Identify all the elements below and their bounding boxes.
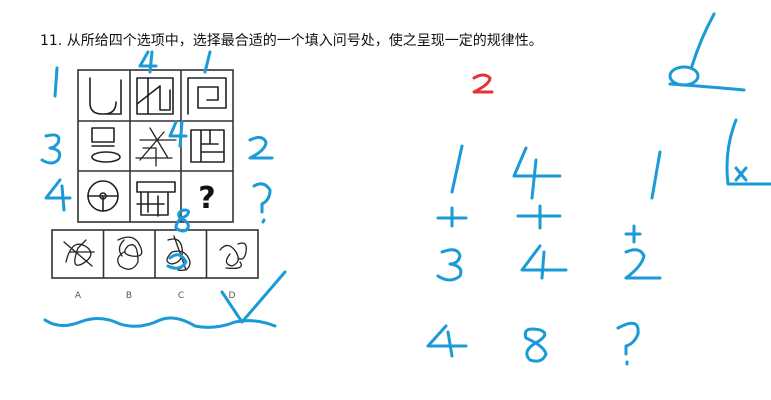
sum-col3-mid-2 (624, 248, 662, 280)
sum-col1-plus (436, 206, 468, 228)
sum-col3-top-1 (650, 150, 662, 200)
question-text: 11. 从所给四个选项中，选择最合适的一个填入问号处，使之呈现一定的规律性。 (40, 33, 543, 49)
puzzle-cell-1 (89, 77, 122, 115)
puzzle-cell-5 (135, 127, 177, 167)
row-count-4 (44, 178, 72, 212)
sum-col3-plus (624, 224, 642, 244)
option-label-a[interactable]: A (75, 291, 82, 301)
puzzle-cell-6 (190, 129, 225, 163)
option-label-d[interactable]: D (229, 291, 236, 301)
puzzle-cell-7 (87, 180, 119, 212)
sketch-circle-line (668, 12, 746, 92)
options-row (51, 229, 259, 279)
option-label-c[interactable]: C (178, 291, 184, 301)
option-c-figure[interactable] (166, 235, 191, 271)
option-b-figure[interactable] (117, 236, 143, 270)
option-a-figure[interactable] (63, 239, 95, 267)
check-d (220, 270, 287, 324)
right-count-question (252, 182, 272, 224)
option-c-overlay (166, 253, 188, 270)
red-number-2 (472, 73, 494, 94)
puzzle-cell-8 (136, 181, 176, 217)
sum-col2-result-8 (523, 327, 548, 363)
top-count-4 (138, 50, 158, 74)
sum-col3-result-question (616, 321, 640, 366)
option-d-figure[interactable] (219, 242, 247, 270)
option-labels: A B C D (75, 291, 236, 301)
puzzle-cell-2 (136, 77, 174, 115)
option-label-b[interactable]: B (126, 291, 132, 301)
puzzle-cell-9: ? (198, 181, 215, 216)
sum-col2-mid-4 (520, 244, 568, 280)
sum-col1-mid-3 (436, 248, 463, 282)
sketch-corner-x (725, 118, 771, 186)
row-count-3 (40, 133, 62, 165)
question-mark: ? (198, 181, 215, 216)
c-option-digit-8 (174, 208, 191, 233)
right-count-2 (248, 135, 274, 160)
sum-col2-plus (516, 204, 562, 230)
puzzle-cell-3 (187, 77, 227, 115)
row-count-1 (53, 66, 59, 98)
top-count-1 (203, 50, 212, 74)
mid-digit-4 (168, 120, 188, 148)
sum-col1-result-4 (426, 324, 468, 358)
puzzle-cell-4 (91, 127, 121, 163)
sum-col1-top-1 (450, 144, 464, 194)
sum-col2-top-4 (512, 146, 562, 200)
underline-options (43, 316, 277, 329)
